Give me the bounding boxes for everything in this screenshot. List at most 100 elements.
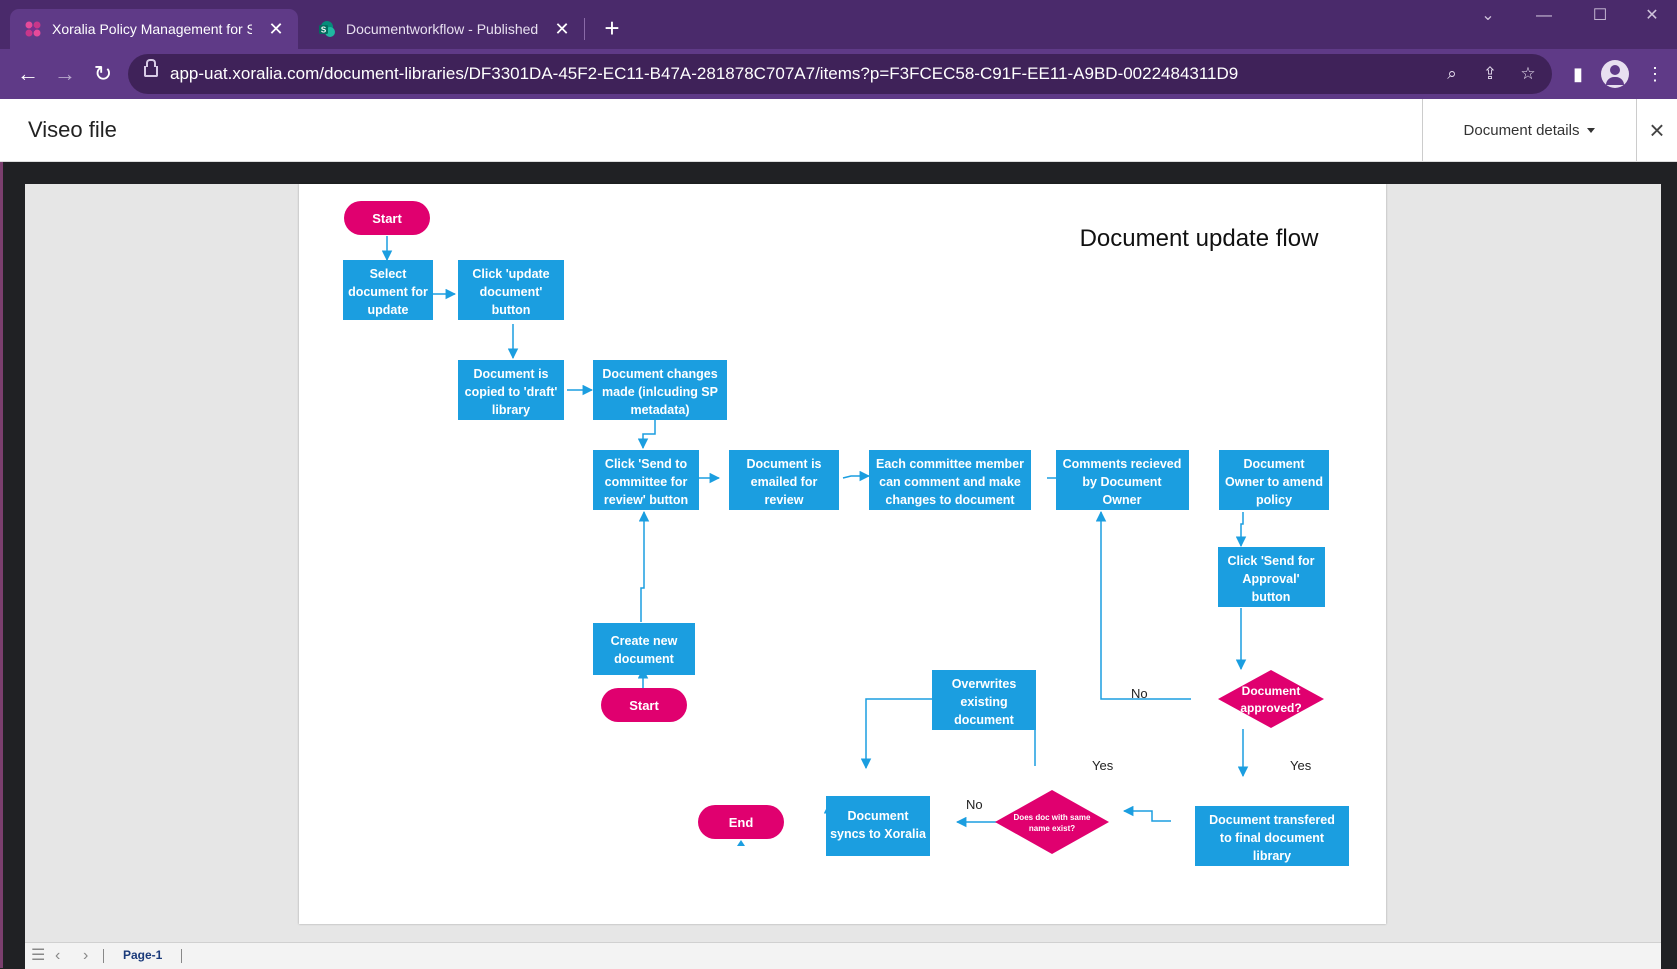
node-line: review <box>765 493 804 507</box>
node-line: Document <box>847 809 909 823</box>
node-line: Document <box>1243 457 1305 471</box>
bookmark-star-icon[interactable]: ☆ <box>1520 64 1536 83</box>
minimize-icon[interactable]: — <box>1536 7 1552 24</box>
divider <box>181 949 182 963</box>
document-details-button[interactable]: Document details <box>1422 99 1637 161</box>
tab-close-icon[interactable]: ✕ <box>554 19 570 39</box>
node-line: Owner <box>1103 493 1142 507</box>
diagram-page: Document update flow <box>299 184 1386 924</box>
caret-down-icon <box>1587 127 1596 133</box>
node-line: document for <box>348 285 428 299</box>
viewer-statusbar: ☰ ‹ › Page-1 <box>25 942 1661 969</box>
tab-separator <box>584 18 585 40</box>
node-line: existing <box>960 695 1007 709</box>
reload-icon[interactable]: ↻ <box>93 61 113 86</box>
forward-icon[interactable]: → <box>54 61 76 86</box>
node-line: name exist? <box>1029 824 1075 833</box>
prev-page-icon[interactable]: ‹ <box>55 947 61 964</box>
node-end: End <box>698 805 784 846</box>
node-line: Document transfered <box>1209 813 1335 827</box>
node-line: document <box>614 652 675 666</box>
maximize-icon[interactable]: ☐ <box>1592 7 1608 24</box>
node-line: Document <box>1242 684 1301 698</box>
label-no: No <box>1131 686 1148 701</box>
node-line: document' <box>480 285 543 299</box>
node-start-2: Start <box>601 688 687 722</box>
browser-tabstrip: Xoralia Policy Management for SharePoint… <box>0 0 1677 49</box>
close-icon[interactable]: × <box>1649 115 1665 145</box>
node-line: metadata) <box>630 403 689 417</box>
node-line: Does doc with same <box>1014 813 1091 822</box>
menu-lines-icon[interactable]: ☰ <box>31 947 46 964</box>
zoom-icon[interactable]: ⌕ <box>1447 64 1457 83</box>
share-icon[interactable]: ⇪ <box>1482 64 1498 83</box>
page-title: Viseo file <box>28 117 117 142</box>
profile-icon[interactable] <box>1601 60 1629 88</box>
side-panel-icon[interactable]: ▮ <box>1573 64 1583 84</box>
node-line: Create new <box>611 634 678 648</box>
node-line: changes to document <box>885 493 1015 507</box>
tab-close-icon[interactable]: ✕ <box>268 19 284 39</box>
page-tab[interactable]: Page-1 <box>123 948 163 962</box>
new-tab-button[interactable]: + <box>604 13 620 43</box>
address-bar[interactable]: app-uat.xoralia.com/document-libraries/D… <box>128 54 1552 94</box>
node-line: Document changes <box>602 367 717 381</box>
label-yes: Yes <box>1290 758 1312 773</box>
next-page-icon[interactable]: › <box>83 947 89 964</box>
svg-text:S: S <box>321 26 327 35</box>
viewer-header: Viseo file Document details × <box>0 99 1677 162</box>
connectors <box>381 236 1249 832</box>
node-line: copied to 'draft' <box>465 385 558 399</box>
node-line: button <box>492 303 531 317</box>
node-line: Document is <box>746 457 821 471</box>
window-close-icon[interactable]: ✕ <box>1645 7 1659 24</box>
tab-title: Xoralia Policy Management for SharePoint <box>52 21 252 37</box>
node-changes-made: Document changes made (inlcuding SP metada… <box>593 360 727 420</box>
back-icon[interactable]: ← <box>17 61 39 86</box>
url-text[interactable]: app-uat.xoralia.com/document-libraries/D… <box>170 64 1239 83</box>
node-line: made (inlcuding SP <box>602 385 718 399</box>
node-line: library <box>492 403 530 417</box>
browser-toolbar: ← → ↻ app-uat.xoralia.com/document-libra… <box>0 49 1677 99</box>
visio-viewer[interactable]: Document update flow <box>25 184 1661 942</box>
flowchart: Document update flow <box>343 201 1349 866</box>
node-line: Overwrites <box>952 677 1017 691</box>
window-edge <box>0 99 3 968</box>
tab-search-icon[interactable]: ⌄ <box>1481 7 1495 24</box>
node-line: library <box>1253 849 1291 863</box>
node-line: policy <box>1256 493 1292 507</box>
tab-documentworkflow[interactable]: S Documentworkflow - Published ✕ <box>304 9 584 49</box>
label-no: No <box>966 797 983 812</box>
lock-icon[interactable] <box>144 59 158 77</box>
node-line: update <box>368 303 409 317</box>
menu-icon[interactable]: ⋮ <box>1646 64 1664 84</box>
node-same-name: Does doc with same name exist? <box>995 790 1109 854</box>
divider <box>103 949 104 963</box>
node-line: Owner to amend <box>1225 475 1323 489</box>
sharepoint-icon: S <box>319 21 335 37</box>
tab-xoralia[interactable]: Xoralia Policy Management for SharePoint… <box>10 9 298 49</box>
node-line: Click 'Send to <box>605 457 688 471</box>
diagram-title: Document update flow <box>1080 225 1319 252</box>
